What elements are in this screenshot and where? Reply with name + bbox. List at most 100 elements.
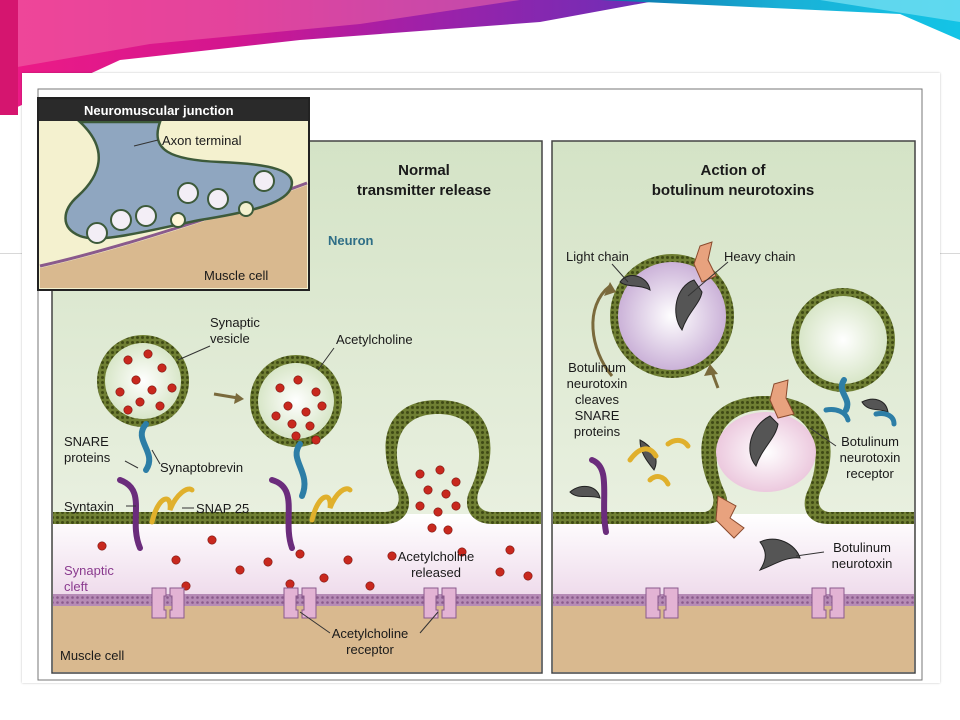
- acetylcholine-molecule: [157, 363, 167, 373]
- ach-released-label-line2: released: [411, 565, 461, 580]
- acetylcholine-molecule: [319, 573, 329, 583]
- muscle-cell-label-left: Muscle cell: [60, 648, 124, 663]
- right-title-line2: botulinum neurotoxins: [652, 182, 815, 199]
- ach-receptor-label-line1: Acetylcholine: [332, 626, 409, 641]
- vesicle-synaptobrevin-right: [838, 377, 851, 413]
- right-title-line1: Action of: [701, 162, 767, 179]
- ach-receptor-3: [423, 587, 457, 619]
- botulinum-toxins: [569, 241, 889, 571]
- heavy-chain-label: Heavy chain: [724, 249, 796, 264]
- snare-label-line2: proteins: [64, 450, 111, 465]
- vesicle-transport-arrow: [213, 392, 239, 400]
- cleaved-synaptobrevin-a: [823, 407, 851, 423]
- cleaved-snap25-c: [647, 474, 671, 487]
- left-leader-lines: [124, 345, 439, 634]
- acetylcholine-molecule: [387, 551, 397, 561]
- acetylcholine-molecule: [143, 349, 153, 359]
- cleaved-synaptobrevin-b: [873, 411, 897, 427]
- light-chain-label: Light chain: [566, 249, 629, 264]
- receptor-label-line1: Botulinum: [841, 434, 899, 449]
- synaptic-vesicle-1: [97, 335, 189, 427]
- syntaxin-protein-1: [117, 477, 143, 551]
- toxin-label-line1: Botulinum: [833, 540, 891, 555]
- acetylcholine-molecule: [291, 431, 301, 441]
- acetylcholine-molecule: [167, 383, 177, 393]
- acetylcholine-molecule: [423, 485, 433, 495]
- snare-label-line1: SNARE: [64, 434, 109, 449]
- acetylcholine-molecule: [283, 401, 293, 411]
- toxin-light-chain-1: [675, 279, 703, 332]
- acetylcholine-molecule: [115, 387, 125, 397]
- cleaved-syntaxin: [589, 457, 609, 535]
- ach-receptor-2: [283, 587, 317, 619]
- acetylcholine-receptors-right: [645, 587, 845, 619]
- synaptic-vesicle-label-line1: Synaptic: [210, 315, 260, 330]
- endocytic-vesicle-interior: [716, 412, 816, 492]
- acetylcholine-molecule: [285, 579, 295, 589]
- synaptic-cleft-label-line2: cleft: [64, 579, 88, 594]
- acetylcholine-molecule: [415, 469, 425, 479]
- synaptic-vesicle-right: [791, 288, 895, 392]
- light-chain-shape: [619, 275, 651, 291]
- toxin-label-line2: neurotoxin: [832, 556, 893, 571]
- toxin-fragment-3: [861, 398, 889, 413]
- left-title-line2: transmitter release: [357, 182, 491, 199]
- acetylcholine-molecule: [275, 383, 285, 393]
- acetylcholine-molecule: [523, 571, 533, 581]
- acetylcholine-molecule: [131, 375, 141, 385]
- inset-title-bar: [39, 99, 308, 121]
- acetylcholine-molecule: [171, 555, 181, 565]
- inset-muscle-label: Muscle cell: [204, 268, 268, 283]
- acetylcholine-molecule: [457, 547, 467, 557]
- cleaves-label-line4: SNARE: [575, 408, 620, 423]
- acetylcholine-molecule: [287, 419, 297, 429]
- cleaves-label-line1: Botulinum: [568, 360, 626, 375]
- synaptobrevin-protein-1: [138, 421, 153, 473]
- acetylcholine-receptors-left: [151, 587, 457, 619]
- acetylcholine-molecule: [305, 421, 315, 431]
- ach-released-label-line1: Acetylcholine: [398, 549, 475, 564]
- acetylcholine-label: Acetylcholine: [336, 332, 413, 347]
- acetylcholine-molecule: [495, 567, 505, 577]
- heavy-chain-shape: [693, 241, 717, 283]
- acetylcholine-molecules: [97, 303, 877, 591]
- receptor-label-line3: receptor: [846, 466, 894, 481]
- acetylcholine-molecule: [311, 387, 321, 397]
- acetylcholine-molecule: [451, 501, 461, 511]
- acetylcholine-molecule: [235, 565, 245, 575]
- syntaxin-label: Syntaxin: [64, 499, 114, 514]
- acetylcholine-molecule: [433, 507, 443, 517]
- snap25-label: SNAP 25: [196, 501, 249, 516]
- toxin-fragment-1: [569, 485, 601, 499]
- ach-receptor-1: [151, 587, 185, 619]
- synaptobrevin-label: Synaptobrevin: [160, 460, 243, 475]
- ach-receptor-right-1: [645, 587, 679, 619]
- left-title-line1: Normal: [398, 162, 450, 179]
- acetylcholine-molecule: [451, 477, 461, 487]
- inset-axon-label: Axon terminal: [162, 133, 242, 148]
- cleaves-label-line5: proteins: [574, 424, 621, 439]
- acetylcholine-molecule: [155, 401, 165, 411]
- syntaxin-protein-2: [269, 477, 295, 551]
- internalize-arrowhead: [704, 364, 718, 376]
- acetylcholine-molecule: [435, 465, 445, 475]
- inset-title: Neuromuscular junction: [84, 103, 234, 118]
- snap25-protein-2: [309, 486, 353, 523]
- snap25-protein-1: [149, 486, 195, 525]
- acetylcholine-molecule: [311, 435, 321, 445]
- acetylcholine-molecule: [443, 525, 453, 535]
- acetylcholine-molecule: [97, 541, 107, 551]
- slide-header-banner: [0, 0, 960, 115]
- cleave-cycle-arrowhead: [604, 282, 616, 296]
- vesicle-transport-arrowhead: [234, 393, 244, 404]
- snare-complex-1: [117, 421, 195, 551]
- right-panel: Action of botulinum neurotoxins Light ch…: [551, 140, 916, 674]
- neuromuscular-junction-inset: Neuromuscular junction Axon terminal Mus…: [37, 97, 310, 291]
- acetylcholine-molecule: [441, 489, 451, 499]
- inset-vesicles: [86, 170, 275, 244]
- presynaptic-membrane-right: [553, 396, 914, 524]
- neuron-label: Neuron: [328, 233, 374, 248]
- acetylcholine-molecule: [343, 555, 353, 565]
- ach-receptor-right-2: [811, 587, 845, 619]
